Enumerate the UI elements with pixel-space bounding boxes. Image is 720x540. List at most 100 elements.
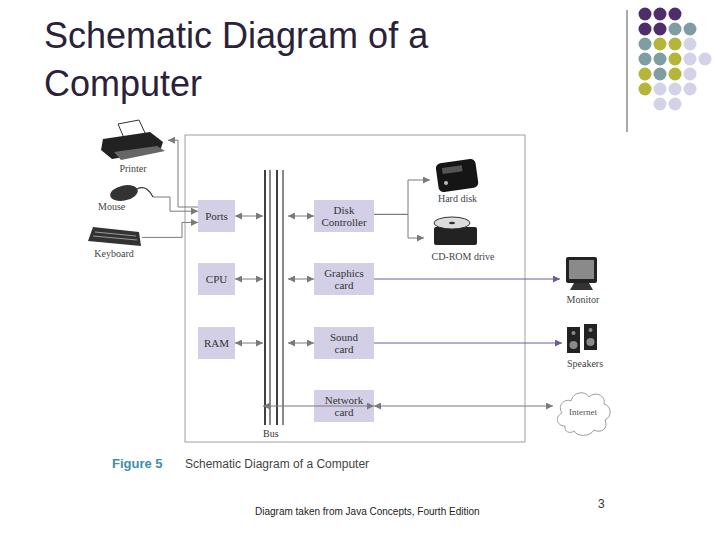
decor-dot bbox=[669, 98, 682, 111]
hard-disk-icon bbox=[435, 158, 479, 192]
decor-dot bbox=[669, 8, 682, 21]
decor-dot bbox=[654, 68, 667, 81]
component-box: Network card bbox=[314, 390, 374, 422]
decor-dot bbox=[684, 68, 697, 81]
connector-arrow bbox=[374, 214, 424, 238]
mouse-body bbox=[109, 183, 140, 203]
connector-arrow bbox=[142, 222, 198, 237]
decor-dot bbox=[684, 53, 697, 66]
cd-rom-body bbox=[434, 227, 477, 245]
hard-disk-light bbox=[444, 181, 448, 185]
page-number: 3 bbox=[598, 497, 605, 512]
decor-dot bbox=[699, 53, 712, 66]
connector-arrow bbox=[235, 216, 263, 217]
cd-rom-icon bbox=[434, 217, 477, 245]
connector-arrow bbox=[263, 406, 374, 407]
printer-icon bbox=[101, 120, 165, 160]
monitor-icon bbox=[566, 257, 597, 290]
node-label: CPU bbox=[206, 273, 227, 285]
decor-dot bbox=[654, 23, 667, 36]
component-box: Ports bbox=[198, 200, 235, 232]
monitor-screen bbox=[569, 260, 594, 279]
cd-rom-device: CD-ROM drive bbox=[424, 214, 502, 262]
printer-tray bbox=[114, 146, 165, 160]
decor-dot bbox=[684, 83, 697, 96]
speakers-icon bbox=[567, 324, 597, 353]
connector-arrow bbox=[374, 343, 562, 344]
node-label: Network card bbox=[320, 394, 368, 418]
decor-dots bbox=[639, 8, 712, 111]
decor-dot bbox=[669, 38, 682, 51]
component-box: Sound card bbox=[314, 327, 374, 359]
decor-dot bbox=[654, 8, 667, 21]
monitor-device: Monitor bbox=[560, 255, 606, 305]
keyboard-icon bbox=[88, 227, 141, 246]
hard-disk-label bbox=[442, 165, 463, 174]
decor-dot bbox=[654, 83, 667, 96]
slide-title: Schematic Diagram of a Computer bbox=[44, 12, 514, 108]
figure-number: Figure 5 bbox=[112, 456, 163, 472]
node-label: Printer bbox=[119, 163, 146, 174]
connector-arrow bbox=[288, 343, 314, 344]
speaker-box bbox=[567, 327, 580, 353]
cloud-path bbox=[557, 393, 610, 436]
keyboard-keys bbox=[93, 236, 137, 240]
node-label: Monitor bbox=[567, 294, 600, 305]
node-label: CD-ROM drive bbox=[431, 251, 494, 262]
connector-arrow bbox=[153, 197, 198, 211]
decor-dot bbox=[669, 53, 682, 66]
internet-cloud: Internet bbox=[553, 386, 613, 438]
speaker-tweeter bbox=[589, 328, 593, 332]
source-note: Diagram taken from Java Concepts, Fourth… bbox=[255, 505, 480, 518]
node-label: Keyboard bbox=[94, 248, 133, 259]
node-label: Hard disk bbox=[438, 193, 477, 204]
decor-dot bbox=[654, 53, 667, 66]
speaker-cone bbox=[570, 341, 578, 349]
decor-dot bbox=[684, 38, 697, 51]
decor-dot bbox=[654, 38, 667, 51]
component-box: RAM bbox=[198, 327, 235, 359]
bus-line bbox=[276, 170, 278, 425]
speaker-box bbox=[584, 324, 597, 350]
component-box: Disk Controller bbox=[314, 200, 374, 232]
connector-arrow bbox=[374, 180, 430, 214]
connector-arrow bbox=[374, 406, 553, 407]
connector-arrow bbox=[288, 279, 314, 280]
bus-line bbox=[264, 170, 266, 425]
decor-dot bbox=[669, 68, 682, 81]
speakers-device: Speakers bbox=[562, 321, 608, 369]
decor-dot bbox=[639, 38, 652, 51]
divider-line bbox=[627, 10, 628, 132]
bus-line bbox=[270, 170, 271, 425]
printer-device: Printer bbox=[98, 122, 168, 174]
monitor-body bbox=[566, 257, 597, 283]
node-label: Speakers bbox=[567, 358, 603, 369]
node-label: Bus bbox=[263, 428, 279, 439]
hard-disk-body bbox=[435, 158, 479, 192]
system-bus: Bus bbox=[263, 170, 288, 439]
keyboard-keys bbox=[95, 232, 136, 236]
bus-lines bbox=[263, 170, 288, 439]
connector-arrow bbox=[288, 216, 314, 217]
decor-dot bbox=[669, 23, 682, 36]
node-label: RAM bbox=[204, 337, 229, 349]
figure-caption: Schematic Diagram of a Computer bbox=[185, 457, 369, 471]
monitor-stand bbox=[570, 283, 593, 290]
connector-arrow bbox=[235, 279, 263, 280]
cd-disc bbox=[434, 217, 470, 229]
component-box: CPU bbox=[198, 263, 235, 295]
decor-dot bbox=[684, 23, 697, 36]
mouse-cord bbox=[137, 188, 153, 197]
node-label: Graphics card bbox=[320, 267, 368, 291]
keyboard-body bbox=[88, 227, 141, 246]
connector-arrow bbox=[168, 140, 198, 207]
decor-dot bbox=[654, 98, 667, 111]
decor-dot bbox=[639, 68, 652, 81]
figure-frame bbox=[185, 135, 525, 442]
mouse-device: Mouse bbox=[98, 182, 153, 212]
speaker-tweeter bbox=[572, 331, 576, 335]
hard-disk-device: Hard disk bbox=[430, 156, 485, 204]
node-label: Sound card bbox=[320, 331, 368, 355]
